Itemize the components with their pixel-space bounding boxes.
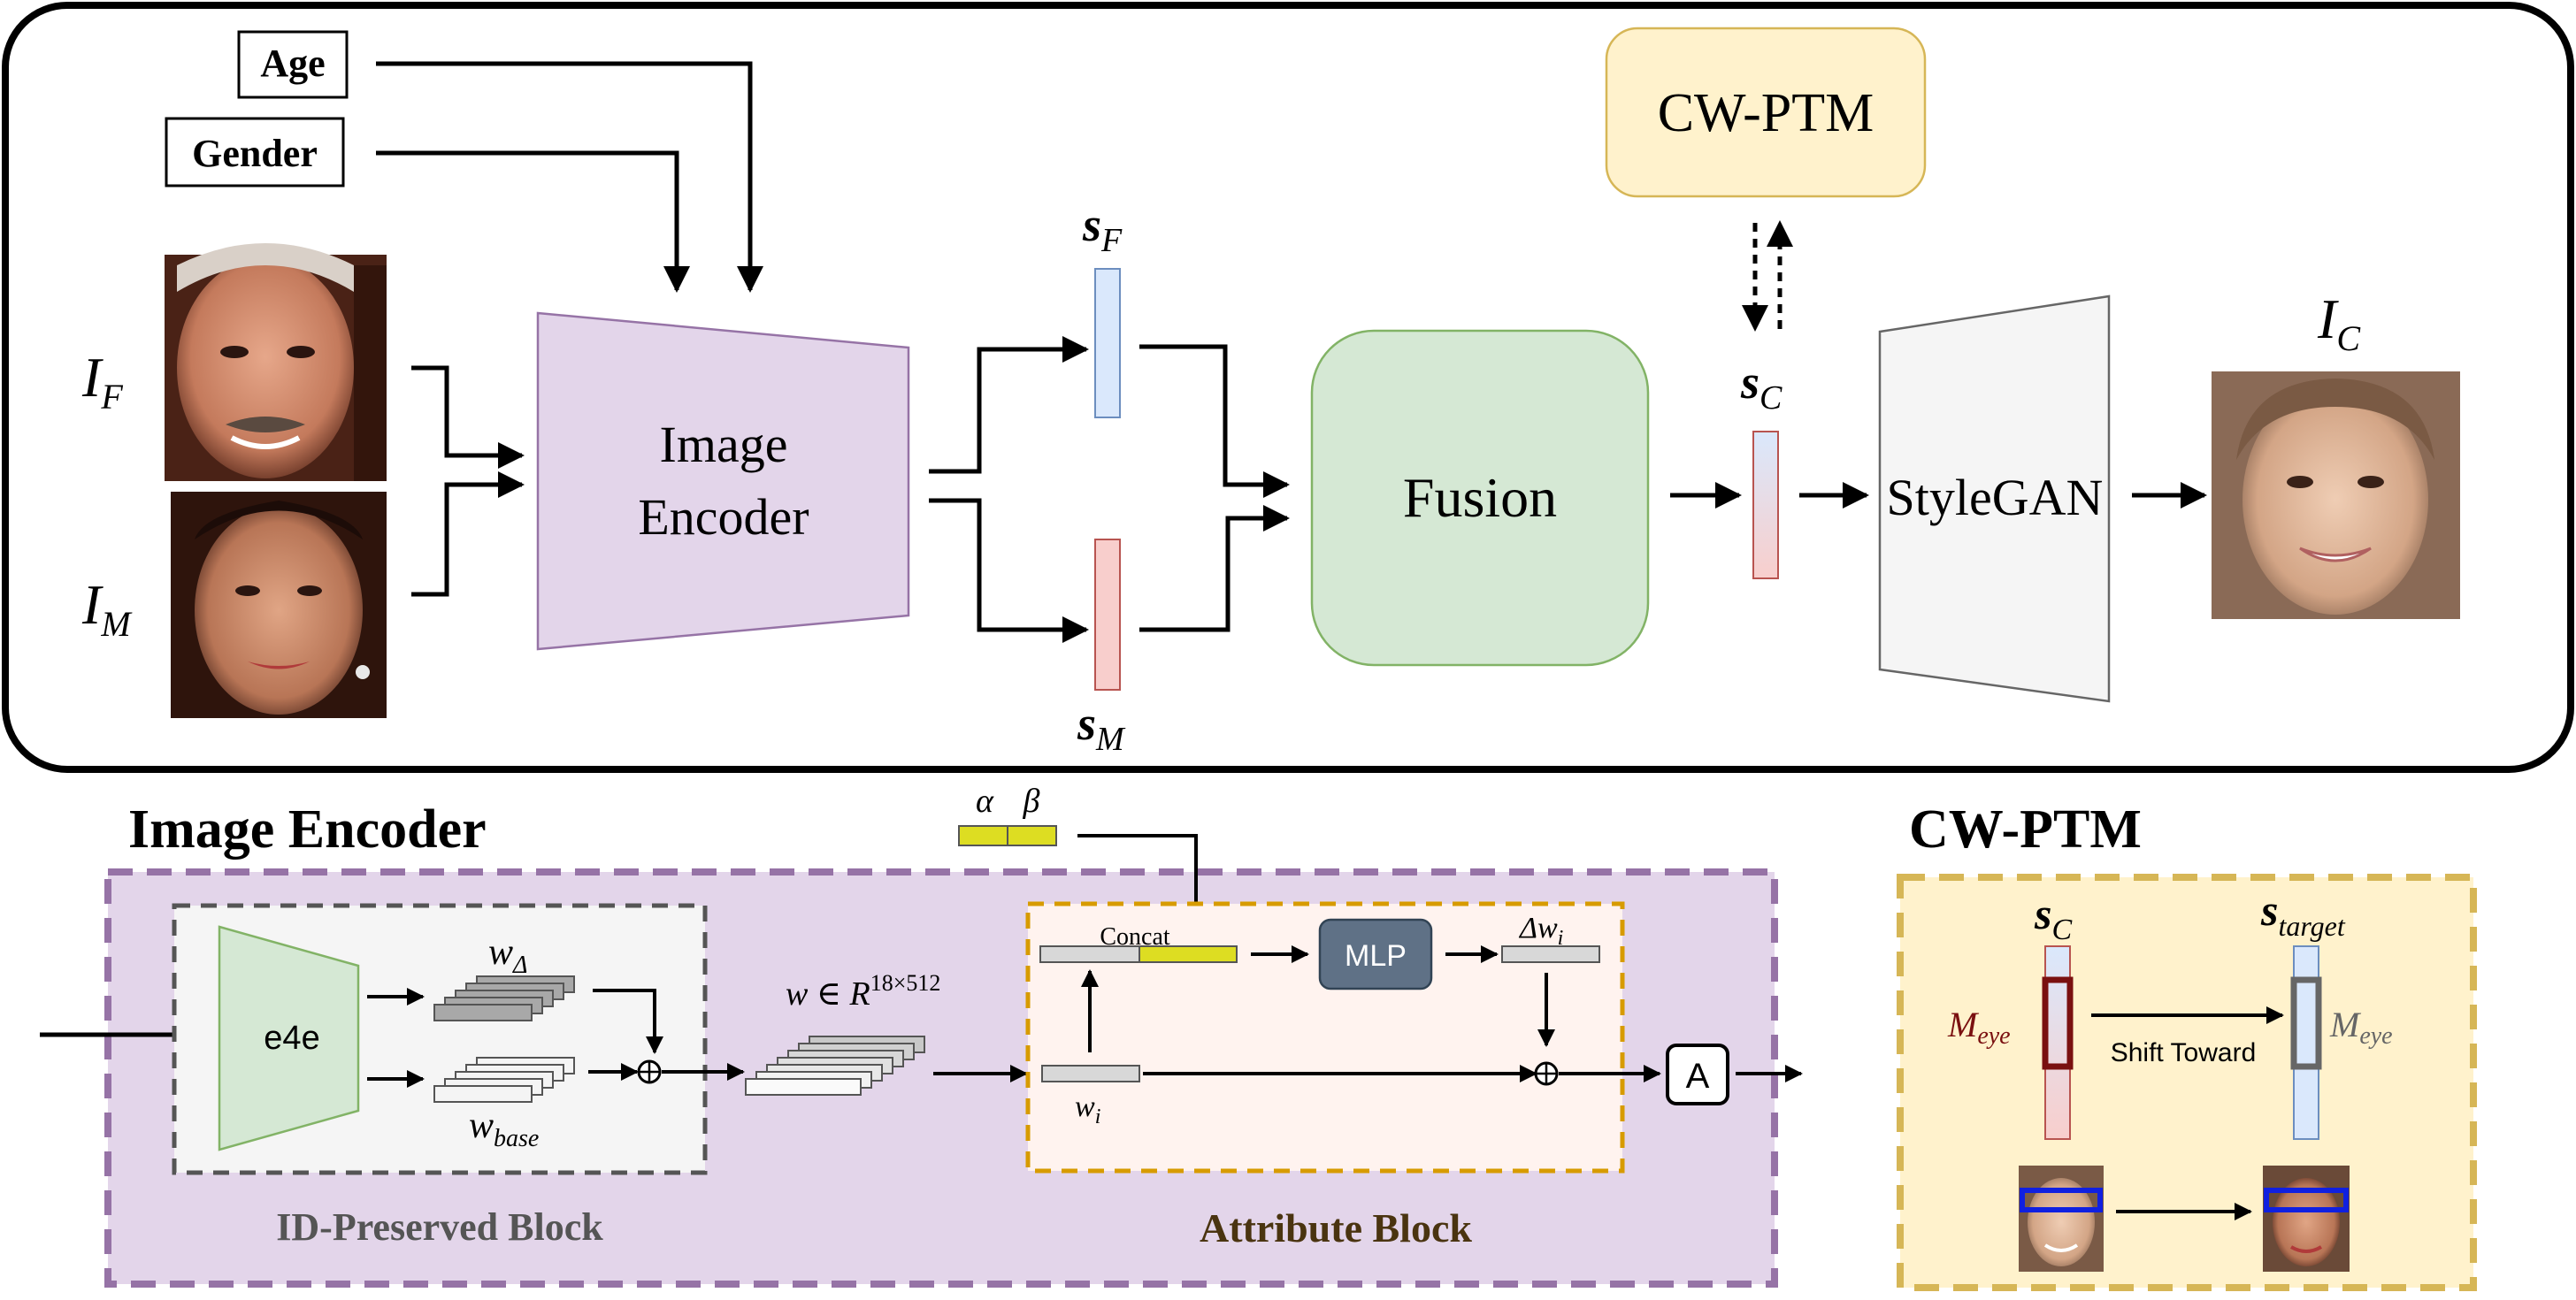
m-eye-left-label: Meye bbox=[1947, 1005, 2011, 1050]
image-encoder-label-1: Image bbox=[660, 416, 788, 473]
e4e-block bbox=[218, 925, 360, 1151]
w-base-label: wbase bbox=[469, 1105, 539, 1152]
a-box bbox=[1666, 1044, 1729, 1105]
father-photo bbox=[165, 243, 387, 481]
output-label: IC bbox=[2317, 287, 2361, 358]
cwptm-label: CW-PTM bbox=[1658, 83, 1874, 143]
s-target-bar bbox=[2293, 945, 2319, 1140]
encoder-to-sf-arrow bbox=[929, 336, 1089, 474]
beta-label: β bbox=[1023, 783, 1040, 820]
attr-block-label: Attribute Block bbox=[1200, 1205, 1472, 1250]
id-block-label: ID-Preserved Block bbox=[276, 1205, 603, 1249]
after-eye-box bbox=[2264, 1188, 2349, 1212]
sf-to-fusion-arrow bbox=[1139, 344, 1290, 498]
mlp-label: MLP bbox=[1345, 939, 1407, 973]
id-sum-node bbox=[637, 1059, 662, 1084]
image-encoder-block bbox=[536, 311, 910, 651]
father-input-label: IF bbox=[81, 346, 123, 417]
encoder-to-sm-arrow bbox=[929, 498, 1089, 643]
encoder-section-title: Image Encoder bbox=[128, 799, 487, 860]
alpha-label: α bbox=[976, 783, 994, 820]
mother-input-label: IM bbox=[81, 573, 133, 644]
gender-box bbox=[165, 117, 345, 187]
cwptm-detail-panel bbox=[1897, 874, 2477, 1291]
s-target-eye-region bbox=[2290, 976, 2322, 1070]
wdelta-to-sum-arrow bbox=[593, 989, 663, 1054]
wi-label: wi bbox=[1075, 1090, 1100, 1128]
cwptm-sc-eye-region bbox=[2042, 976, 2074, 1070]
a-label: A bbox=[1686, 1057, 1710, 1096]
cwptm-sc-bar bbox=[2044, 945, 2071, 1140]
fusion-label: Fusion bbox=[1403, 466, 1557, 529]
attr-sum-node bbox=[1534, 1061, 1559, 1086]
sf-vector bbox=[1094, 268, 1121, 418]
wi-vector bbox=[1041, 1065, 1140, 1082]
child-photo bbox=[2212, 371, 2460, 619]
cwptm-sc-label: sC bbox=[2034, 889, 2072, 946]
before-eye-box bbox=[2020, 1188, 2103, 1212]
e4e-label: e4e bbox=[264, 1020, 319, 1057]
w-space-label: w ∈ R18×512 bbox=[786, 970, 940, 1013]
mother-photo bbox=[171, 492, 387, 718]
stylegan-label: StyleGAN bbox=[1887, 469, 2104, 526]
m-eye-right-label: Meye bbox=[2329, 1005, 2393, 1050]
gender-label: Gender bbox=[192, 132, 318, 175]
delta-wi-label: Δwi bbox=[1518, 912, 1563, 950]
after-face-photo bbox=[2263, 1166, 2350, 1272]
stylegan-block bbox=[1878, 294, 2111, 703]
sm-vector bbox=[1094, 539, 1121, 691]
age-label: Age bbox=[260, 42, 325, 85]
concat-wi-part bbox=[1039, 945, 1140, 963]
sc-vector bbox=[1752, 431, 1779, 579]
w-delta-stack bbox=[433, 975, 575, 1021]
sm-label: sM bbox=[1077, 697, 1126, 758]
shift-toward-label: Shift Toward bbox=[2111, 1038, 2257, 1067]
delta-wi-vector bbox=[1501, 945, 1600, 963]
top-panel-frame bbox=[2, 2, 2574, 773]
image-encoder-label-2: Encoder bbox=[638, 488, 809, 546]
father-to-encoder-arrow bbox=[411, 365, 525, 469]
mlp-block bbox=[1318, 918, 1433, 990]
w-space-stack bbox=[745, 1036, 925, 1096]
fusion-block bbox=[1310, 329, 1650, 667]
w-delta-label: wΔ bbox=[488, 932, 527, 979]
s-target-label: starget bbox=[2260, 885, 2346, 942]
gender-arrow bbox=[376, 150, 690, 293]
cwptm-block bbox=[1605, 27, 1927, 198]
sc-label: sC bbox=[1740, 356, 1782, 417]
age-box bbox=[237, 30, 349, 99]
mother-to-encoder-arrow bbox=[411, 471, 525, 597]
before-face-photo bbox=[2019, 1166, 2104, 1272]
concat-ab-part bbox=[1138, 945, 1238, 963]
age-arrow bbox=[376, 61, 763, 293]
sf-label: sF bbox=[1082, 198, 1123, 259]
sm-to-fusion-arrow bbox=[1139, 505, 1290, 632]
w-base-stack bbox=[433, 1057, 575, 1103]
cwptm-section-title: CW-PTM bbox=[1909, 799, 2142, 860]
